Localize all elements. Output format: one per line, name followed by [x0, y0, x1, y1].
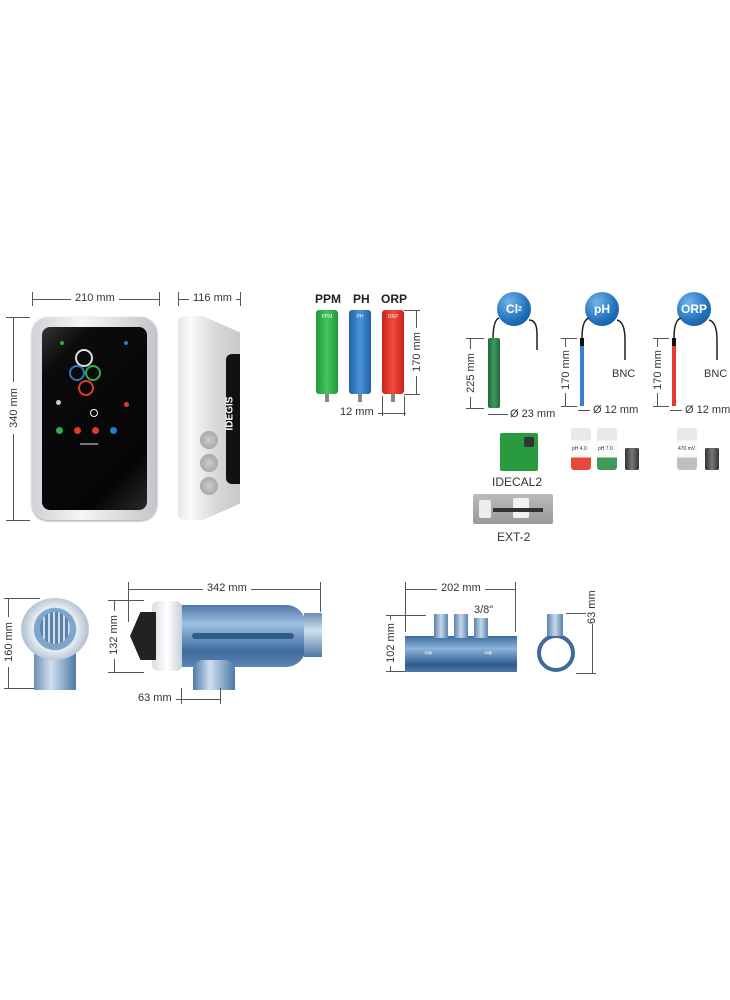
orp-gauge-icon [78, 380, 94, 396]
cell-cap [130, 612, 156, 660]
probe-diameter-ph: Ø 12 mm [593, 404, 639, 416]
probe-length-ph: 170 mm [560, 347, 572, 393]
manifold-port-2 [454, 614, 468, 638]
module-label-orp: ORP [381, 292, 408, 306]
probe-diameter-orp: Ø 12 mm [685, 404, 730, 416]
side-display-panel [226, 354, 240, 484]
manifold-port-1 [434, 614, 448, 638]
module-tag-ppm: PPM [321, 314, 333, 320]
cell-front-height-label: 160 mm [3, 617, 15, 667]
center-button-icon [90, 409, 98, 417]
module-orp: ORP [382, 310, 404, 394]
probe-body-ph [580, 338, 584, 406]
manifold-pipe [405, 636, 517, 672]
controller-width-label: 210 mm [71, 292, 119, 304]
controller-side-housing: IDEGIS [178, 316, 240, 520]
cell-body [178, 605, 306, 667]
gland-3 [200, 477, 218, 495]
display-gauge-icon [75, 349, 93, 367]
controller-screen [42, 327, 147, 510]
probe-length-cl2: 225 mm [465, 349, 477, 397]
probe-cable-cl2 [492, 317, 538, 350]
idecal-label: IDECAL2 [492, 475, 543, 489]
ext-label: EXT-2 [497, 530, 531, 544]
clamp-ring [537, 634, 575, 672]
probe-body-cl2 [488, 338, 500, 408]
module-tag-orp: ORP [387, 314, 399, 320]
cell-collar [152, 601, 182, 671]
buffer-bottle-ph7: pH 7.0 [597, 428, 617, 470]
probe-badge-ph: pH [585, 292, 619, 326]
cell-outlet-pipe [193, 660, 235, 690]
module-ppm: PPM [316, 310, 338, 394]
manifold-port-3 [474, 618, 488, 638]
probe-holder-ph [625, 448, 639, 470]
module-label-ph: PH [353, 292, 370, 306]
probe-connector-ph: BNC [612, 368, 636, 380]
controller-housing [32, 317, 157, 520]
flow-arrow-icon: ⇒ [484, 648, 493, 659]
probe-cable-orp [673, 317, 718, 360]
ppm-gauge-icon [85, 365, 101, 381]
idecal-board [500, 433, 538, 471]
module-tag-ph: PH [356, 314, 364, 320]
thread-size-label: 3/8" [474, 604, 494, 616]
blue-button[interactable] [110, 427, 117, 434]
buffer-label-orp: 470 mV [678, 446, 696, 452]
manifold-height-label: 102 mm [385, 620, 397, 666]
cell-front-grille [40, 612, 70, 644]
ext-kit [473, 494, 553, 524]
module-height-label: 170 mm [411, 328, 423, 376]
probe-badge-orp: ORP [677, 292, 711, 326]
module-width-label: 12 mm [340, 406, 374, 418]
ph-gauge-icon [69, 365, 85, 381]
clamp-port [547, 614, 563, 636]
green-button[interactable] [56, 427, 63, 434]
red-button-1[interactable] [74, 427, 81, 434]
module-label-ppm: PPM [315, 292, 342, 306]
controller-height-label: 340 mm [8, 382, 20, 434]
buffer-label-ph4: pH 4.0 [572, 446, 587, 452]
buffer-bottle-orp: 470 mV [677, 428, 697, 470]
flow-arrow-icon: ⇒ [424, 648, 433, 659]
brand-text: IDEGIS [224, 396, 236, 431]
cell-end-pipe [304, 613, 322, 657]
probe-connector-orp: BNC [704, 368, 728, 380]
probe-cable-ph [581, 317, 626, 360]
probe-holder-orp [705, 448, 719, 470]
buffer-label-ph7: pH 7.0 [598, 446, 613, 452]
probe-diameter-cl2: Ø 23 mm [510, 408, 556, 420]
probe-body-orp [672, 338, 676, 406]
gland-1 [200, 431, 218, 449]
gland-2 [200, 454, 218, 472]
probe-length-orp: 170 mm [652, 347, 664, 393]
cell-outlet-label: 63 mm [138, 692, 172, 704]
red-button-2[interactable] [92, 427, 99, 434]
module-ph: PH [349, 310, 371, 394]
controller-depth-label: 116 mm [189, 292, 236, 304]
clamp-size-label: 63 mm [586, 590, 598, 624]
buffer-bottle-ph4: pH 4.0 [571, 428, 591, 470]
cell-length-label: 342 mm [203, 582, 251, 594]
manifold-length-label: 202 mm [437, 582, 485, 594]
cell-side-height-label: 132 mm [108, 611, 120, 659]
